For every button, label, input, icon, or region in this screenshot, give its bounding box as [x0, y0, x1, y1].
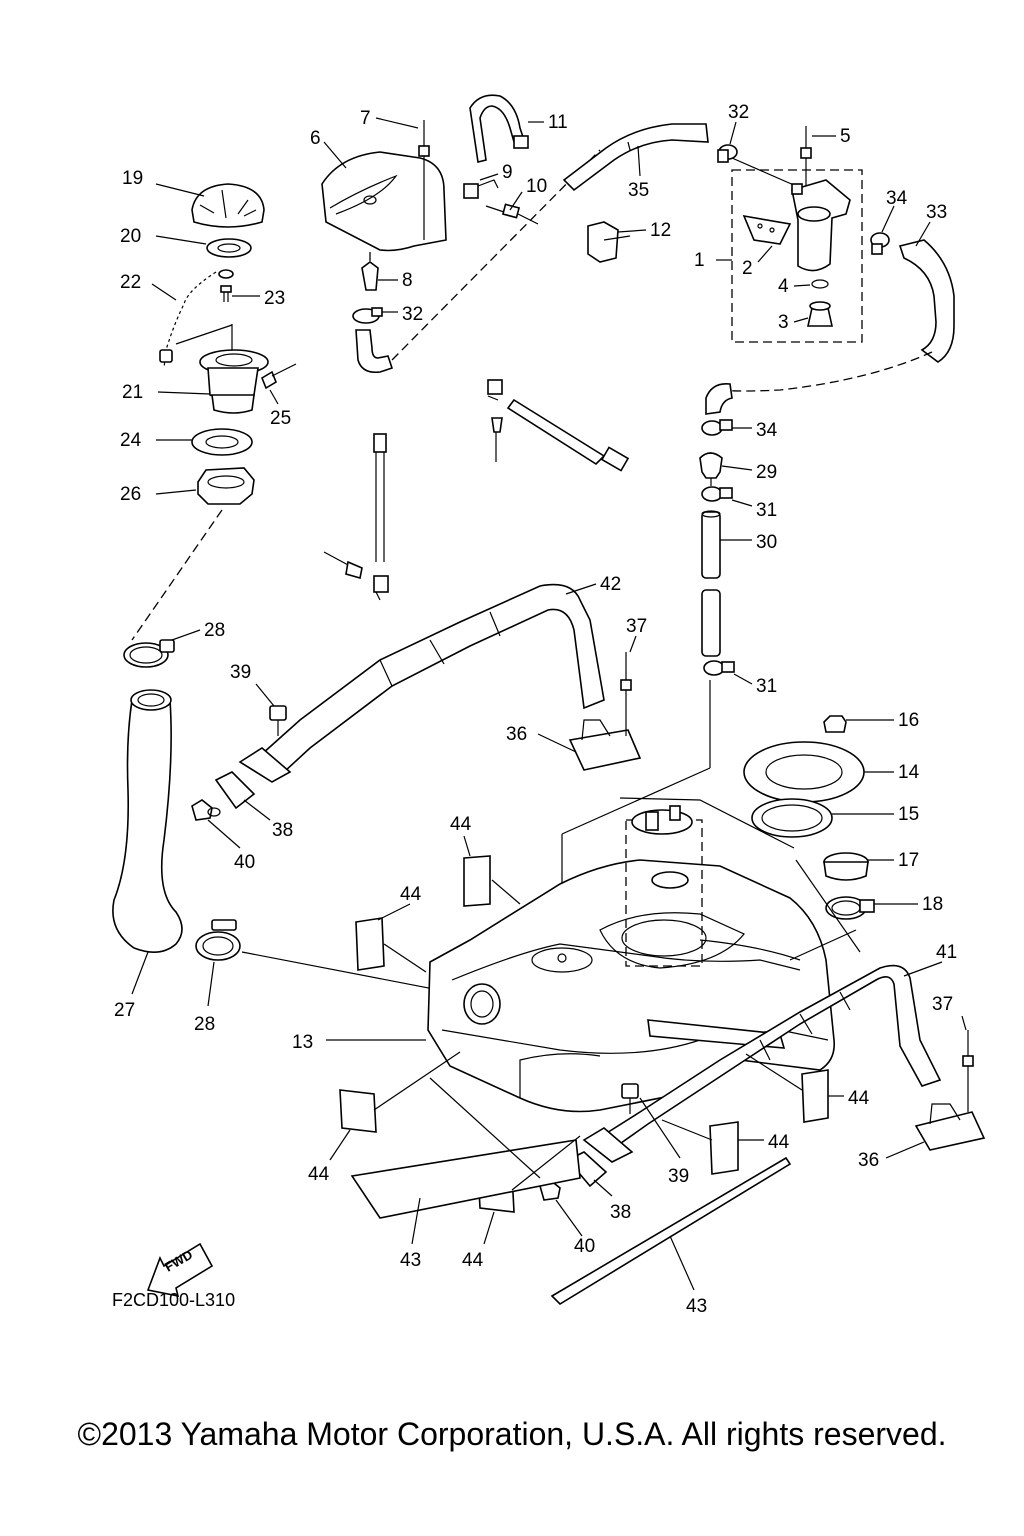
callout-21: 21 — [122, 382, 143, 403]
callout-23: 23 — [264, 288, 285, 309]
callout-20: 20 — [120, 226, 141, 247]
callout-12: 12 — [650, 220, 671, 241]
callout-28b: 28 — [194, 1014, 215, 1035]
cover-group — [321, 120, 601, 374]
callout-13: 13 — [292, 1032, 313, 1053]
copyright-notice: ©2013 Yamaha Motor Corporation, U.S.A. A… — [77, 1416, 947, 1452]
callout-34b: 34 — [756, 420, 778, 441]
callout-8: 8 — [402, 270, 413, 291]
fuel-pump-plate-group — [619, 715, 875, 920]
callout-30: 30 — [756, 532, 777, 553]
callout-39a: 39 — [230, 662, 251, 683]
callout-37a: 37 — [626, 616, 647, 637]
callout-37b: 37 — [932, 994, 953, 1015]
callout-2: 2 — [742, 258, 753, 279]
callout-35: 35 — [628, 180, 649, 201]
callout-39b: 39 — [668, 1166, 689, 1187]
tank-band-lower — [539, 964, 986, 1201]
callout-3: 3 — [778, 312, 789, 333]
fuel-tank — [427, 805, 836, 1113]
callout-25: 25 — [270, 408, 291, 429]
callout-33: 33 — [926, 202, 947, 223]
callout-10a: 10 — [526, 176, 547, 197]
callout-36a: 36 — [506, 724, 527, 745]
callout-43b: 43 — [686, 1296, 707, 1317]
callout-40b: 40 — [574, 1236, 595, 1257]
callout-44a: 44 — [450, 814, 472, 835]
fwd-arrow-icon: FWD — [146, 1242, 214, 1298]
callout-36b: 36 — [858, 1150, 879, 1171]
callout-44c: 44 — [308, 1164, 330, 1185]
filler-cap-group — [131, 183, 297, 641]
callout-32b: 32 — [402, 304, 423, 325]
callout-44f: 44 — [768, 1132, 790, 1153]
callout-14: 14 — [898, 762, 920, 783]
callout-16: 16 — [898, 710, 919, 731]
callout-22: 22 — [120, 272, 141, 293]
callout-34a: 34 — [886, 188, 908, 209]
tank-band-upper — [191, 583, 642, 821]
callout-32a: 32 — [728, 102, 749, 123]
diagram-code: F2CD100-L310 — [112, 1290, 235, 1310]
callout-42: 42 — [600, 574, 621, 595]
callout-4: 4 — [778, 276, 789, 297]
damper-pads — [339, 855, 829, 1306]
callout-44d: 44 — [462, 1250, 484, 1271]
callout-31b: 31 — [756, 676, 777, 697]
callout-7: 7 — [360, 108, 371, 129]
callout-11a: 11 — [548, 112, 568, 133]
callout-41: 41 — [936, 942, 957, 963]
callout-28a: 28 — [204, 620, 225, 641]
callout-31a: 31 — [756, 500, 777, 521]
callout-5: 5 — [840, 126, 851, 147]
callout-15: 15 — [898, 804, 919, 825]
callouts: 1 2 3 4 5 6 7 8 9 10 11 12 13 — [114, 102, 967, 1317]
callout-38a: 38 — [272, 820, 293, 841]
callout-1: 1 — [694, 250, 705, 271]
callout-9a: 9 — [502, 162, 513, 183]
filler-hose-group — [112, 639, 471, 997]
callout-38b: 38 — [610, 1202, 631, 1223]
callout-44b: 44 — [400, 884, 422, 905]
callout-40a: 40 — [234, 852, 255, 873]
callout-24: 24 — [120, 430, 142, 451]
callout-27: 27 — [114, 1000, 135, 1021]
callout-44e: 44 — [848, 1088, 870, 1109]
callout-6: 6 — [310, 128, 321, 149]
callout-26: 26 — [120, 484, 141, 505]
fuel-line-group — [561, 419, 735, 956]
clip-tie-group — [323, 94, 631, 601]
callout-29: 29 — [756, 462, 777, 483]
callout-43a: 43 — [400, 1250, 421, 1271]
callout-17: 17 — [898, 850, 919, 871]
callout-18: 18 — [922, 894, 943, 915]
callout-19: 19 — [122, 168, 143, 189]
fuel-filter-assembly — [717, 126, 890, 343]
vent-hose-group — [562, 123, 955, 415]
